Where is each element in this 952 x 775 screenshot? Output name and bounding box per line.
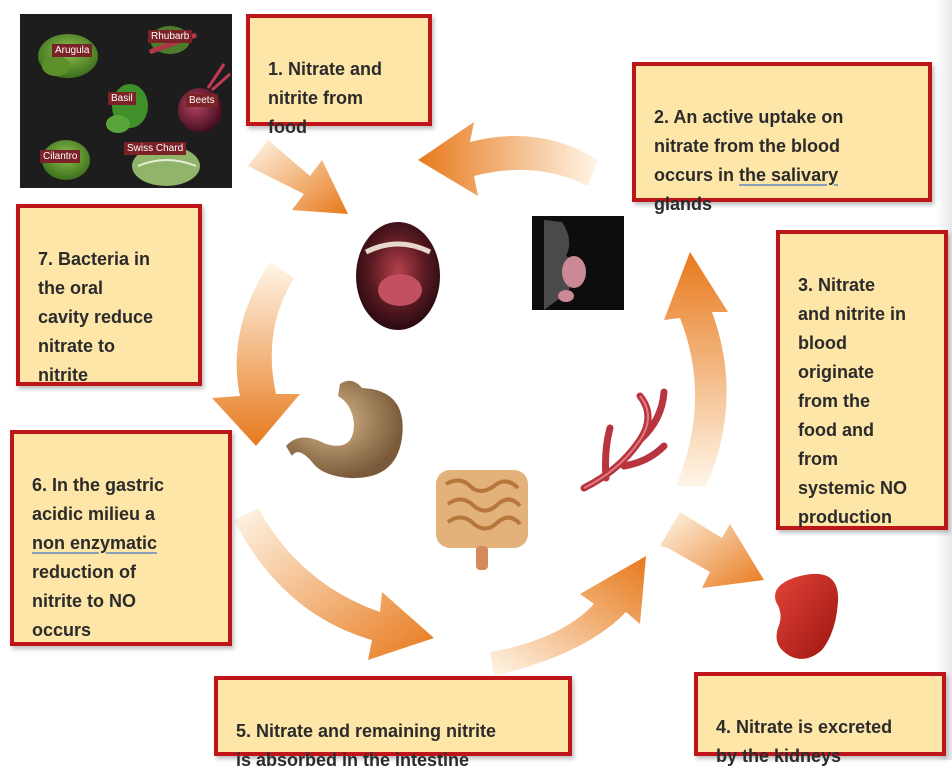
step-3-text: 3. Nitrate and nitrite in blood originat… bbox=[798, 275, 907, 527]
stomach-icon bbox=[286, 381, 403, 478]
arrow-intestine-to-blood bbox=[490, 556, 646, 676]
step-2-underlined-text: the salivary bbox=[739, 165, 838, 185]
kidney-icon bbox=[775, 574, 838, 659]
intestine-icon bbox=[436, 470, 528, 570]
face-profile-salivary-gland-icon bbox=[532, 216, 624, 310]
step-1-box: 1. Nitrate and nitrite from food bbox=[246, 14, 432, 126]
blood-vessel-icon bbox=[584, 392, 664, 488]
step-7-text: 7. Bacteria in the oral cavity reduce ni… bbox=[38, 249, 153, 385]
step-6-box: 6. In the gastric acidic milieu a non en… bbox=[10, 430, 232, 646]
step-2-text-end: glands bbox=[654, 194, 712, 214]
step-6-text-end: reduction of nitrite to NO occurs bbox=[32, 562, 136, 640]
arrow-mouth-to-stomach bbox=[212, 262, 300, 446]
step-2-box: 2. An active uptake on nitrate from the … bbox=[632, 62, 932, 202]
arrow-blood-to-salivary bbox=[664, 252, 728, 486]
arrow-stomach-to-intestine bbox=[234, 508, 434, 660]
arrow-food-to-mouth bbox=[248, 140, 348, 214]
step-6-underlined-text: non enzymatic bbox=[32, 533, 157, 553]
step-5-box: 5. Nitrate and remaining nitrite is abso… bbox=[214, 676, 572, 756]
step-4-box: 4. Nitrate is excreted by the kidneys bbox=[694, 672, 946, 756]
arrow-blood-to-kidneys bbox=[660, 512, 764, 588]
step-6-text: 6. In the gastric acidic milieu a bbox=[32, 475, 164, 524]
step-5-text: 5. Nitrate and remaining nitrite is abso… bbox=[236, 721, 496, 770]
step-1-text: 1. Nitrate and nitrite from food bbox=[268, 59, 382, 137]
open-mouth-icon bbox=[356, 222, 440, 330]
arrow-salivary-to-mouth bbox=[418, 122, 598, 196]
step-3-box: 3. Nitrate and nitrite in blood originat… bbox=[776, 230, 948, 530]
step-7-box: 7. Bacteria in the oral cavity reduce ni… bbox=[16, 204, 202, 386]
